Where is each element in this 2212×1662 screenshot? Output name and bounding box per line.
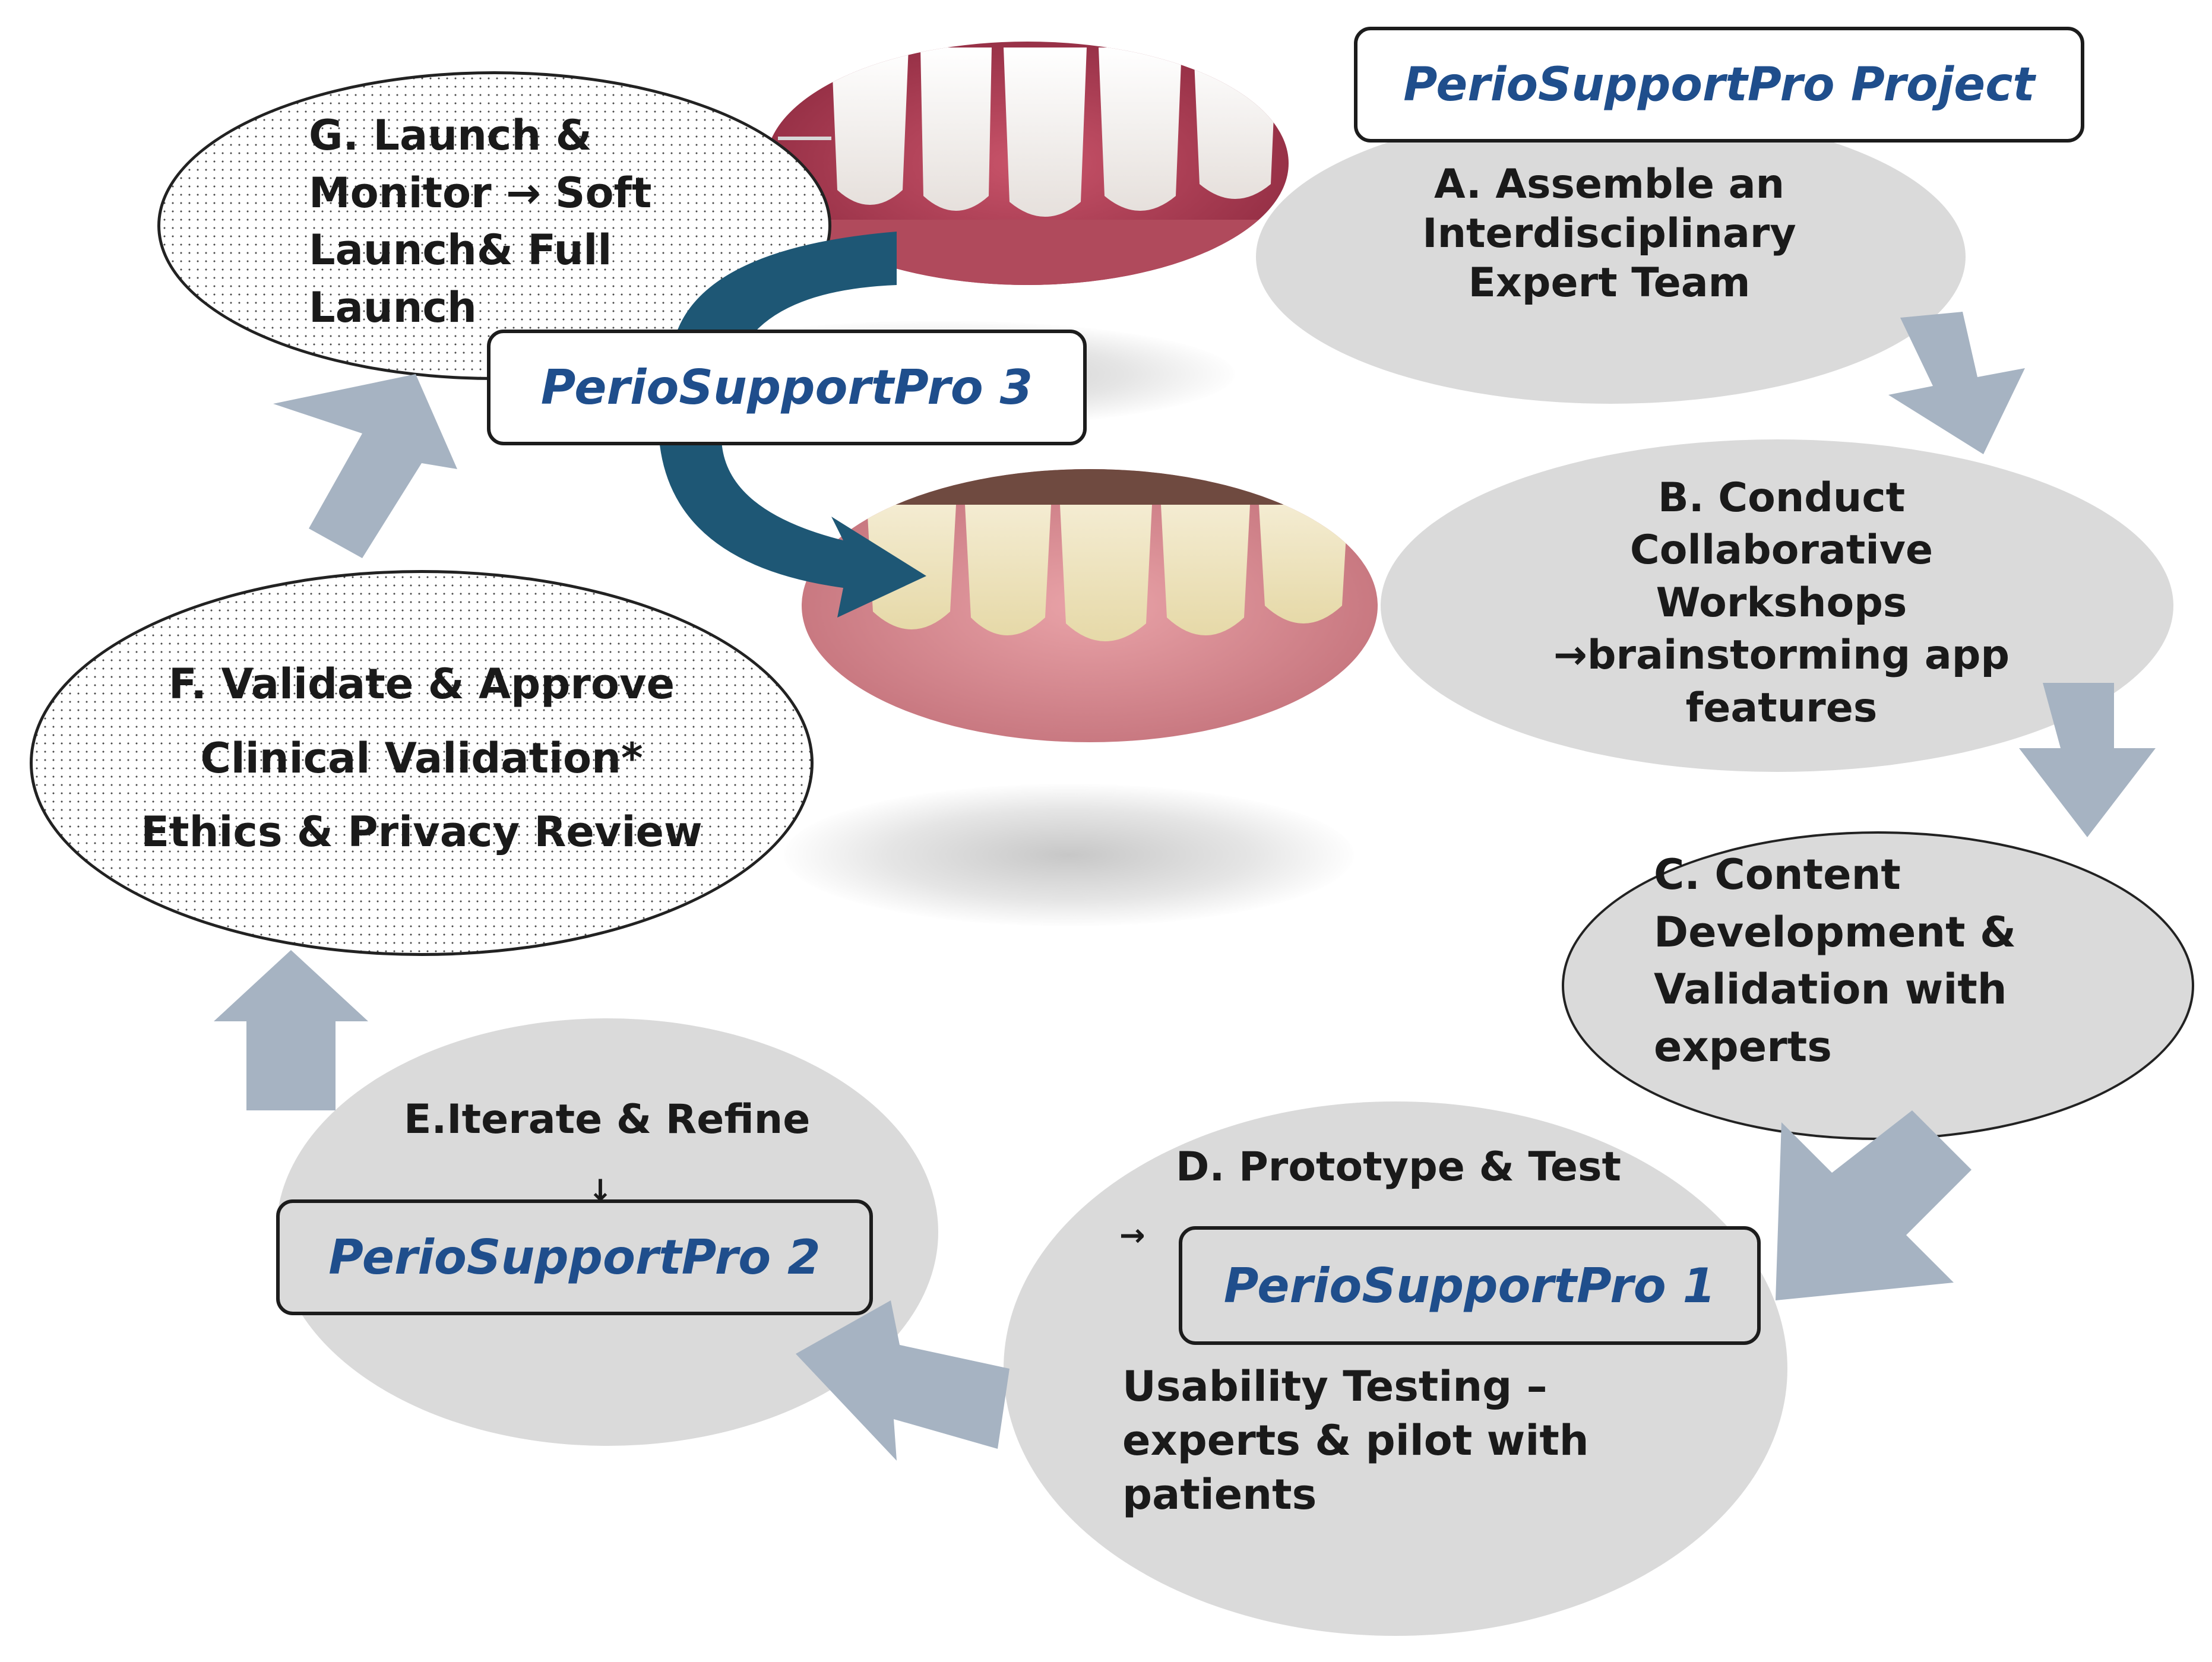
arrow-f-to-g — [273, 374, 457, 558]
step-c-label: C. Content Development & Validation with… — [1654, 850, 2017, 1071]
step-d-ellipse — [1004, 1101, 1787, 1636]
step-b-ellipse — [1381, 439, 2173, 772]
arrow-c-to-d — [1776, 1110, 1972, 1300]
version-pill-3: PerioSupportPro 3 — [487, 330, 1087, 445]
curved-arrow-lower — [659, 439, 926, 618]
version-pill-1: PerioSupportPro 1 — [1179, 1226, 1761, 1345]
arrow-e-to-f — [214, 950, 368, 1110]
step-d-title: D. Prototype & Test — [1176, 1144, 1621, 1191]
step-d-body: Usability Testing – experts & pilot with… — [1122, 1362, 1589, 1519]
arrow-b-to-c — [2019, 683, 2156, 837]
arrow-a-to-b — [1888, 312, 2025, 454]
teeth-photo-after — [802, 469, 1378, 742]
photo-shadow-bottom — [784, 784, 1354, 926]
step-f-ellipse — [30, 570, 814, 956]
step-e-title: E.Iterate & Refine — [404, 1096, 811, 1143]
step-g-label: G. Launch & Monitor → Soft Launch& Full … — [309, 111, 652, 332]
step-a-label: A. Assemble an Interdisciplinary Expert … — [1422, 161, 1796, 306]
arrow-d-to-e — [796, 1300, 1010, 1461]
step-c-ellipse — [1562, 831, 2194, 1140]
project-title: PerioSupportPro Project — [1354, 27, 2084, 143]
step-a-ellipse — [1256, 110, 1966, 404]
step-e-arrow: ↓ — [588, 1173, 613, 1208]
step-d-arrow: → — [1119, 1218, 1145, 1253]
step-f-label: F. Validate & Approve Clinical Validatio… — [141, 660, 702, 857]
teeth-photo-before — [766, 42, 1289, 285]
step-g-ellipse — [157, 71, 831, 380]
step-b-label: B. Conduct Collaborative Workshops →brai… — [1553, 474, 2010, 732]
version-pill-2: PerioSupportPro 2 — [276, 1199, 873, 1315]
